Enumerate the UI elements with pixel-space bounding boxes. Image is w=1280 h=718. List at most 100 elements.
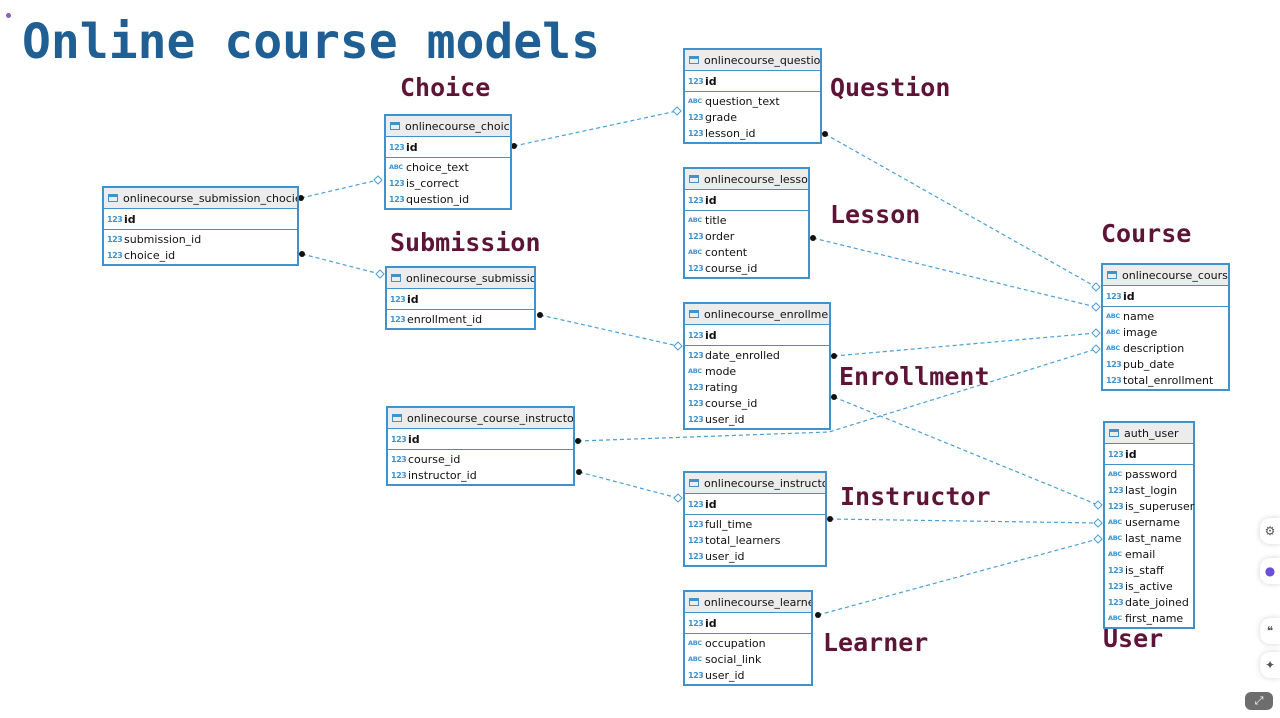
column-name: id: [705, 616, 717, 630]
number-type-icon: 123: [1106, 359, 1122, 369]
number-type-icon: 123: [1108, 565, 1124, 575]
column-name: submission_id: [124, 232, 202, 246]
relation-source-dot: [537, 312, 543, 318]
relation-submission_choices-to-submission: [301, 253, 381, 275]
table-header: onlinecourse_instructor: [685, 473, 825, 494]
text-type-icon: ABC: [688, 248, 702, 256]
table-header: onlinecourse_question: [685, 50, 820, 71]
number-type-icon: 123: [389, 178, 405, 188]
table-icon: [689, 175, 699, 183]
column-name: id: [705, 193, 717, 207]
column-name: full_time: [705, 517, 753, 531]
column-name: lesson_id: [705, 126, 756, 140]
relation-target-diamond: [673, 493, 683, 503]
quote-icon[interactable]: ❝: [1260, 618, 1280, 644]
table-icon: [108, 194, 118, 202]
relation-target-diamond: [1093, 534, 1103, 544]
column-name: email: [1125, 547, 1156, 561]
number-type-icon: 123: [688, 128, 704, 138]
number-type-icon: 123: [1108, 581, 1124, 591]
relation-target-diamond: [373, 175, 383, 185]
table-icon: [1109, 429, 1119, 437]
number-type-icon: 123: [391, 470, 407, 480]
number-type-icon: 123: [688, 519, 704, 529]
relation-choice-to-question: [513, 110, 678, 147]
table-name: onlinecourse_submission: [406, 271, 534, 285]
sparkle-icon[interactable]: ✦: [1260, 652, 1280, 678]
number-type-icon: 123: [389, 194, 405, 204]
relation-learner-to-auth_user: [817, 538, 1099, 616]
number-type-icon: 123: [107, 250, 123, 260]
relation-source-dot: [575, 438, 581, 444]
table-icon: [689, 56, 699, 64]
table-header: onlinecourse_submission_chocies: [104, 188, 297, 209]
relation-source-dot: [815, 612, 821, 618]
table-icon: [1107, 271, 1117, 279]
column-name: id: [406, 140, 418, 154]
column-name: user_id: [705, 412, 745, 426]
text-type-icon: ABC: [1106, 312, 1120, 320]
key-icon: 123: [389, 142, 405, 152]
page-title: Online course models: [22, 14, 600, 70]
number-type-icon: 123: [391, 454, 407, 464]
assistant-icon[interactable]: ●: [1260, 558, 1280, 584]
expand-icon[interactable]: ⤢: [1245, 692, 1273, 710]
column-name: pub_date: [1123, 357, 1175, 371]
number-type-icon: 123: [688, 350, 704, 360]
key-icon: 123: [1106, 291, 1122, 301]
relation-source-dot: [831, 353, 837, 359]
key-icon: 123: [688, 330, 704, 340]
number-type-icon: 123: [688, 414, 704, 424]
relation-target-diamond: [1091, 282, 1101, 292]
column-name: id: [1123, 289, 1135, 303]
column-name: content: [705, 245, 748, 259]
relation-enrollment-to-course: [833, 332, 1097, 357]
key-icon: 123: [688, 499, 704, 509]
relation-question-to-course: [824, 133, 1097, 288]
table-header: onlinecourse_learner: [685, 592, 811, 613]
number-type-icon: 123: [688, 382, 704, 392]
column-name: course_id: [705, 396, 758, 410]
column-name: is_active: [1125, 579, 1173, 593]
number-type-icon: 123: [390, 314, 406, 324]
table-name: onlinecourse_course: [1122, 268, 1228, 282]
table-name: onlinecourse_enrollment: [704, 307, 829, 321]
label-enrollment: Enrollment: [839, 362, 990, 391]
gear-icon[interactable]: ⚙: [1260, 518, 1280, 544]
column-name: title: [705, 213, 727, 227]
table-icon: [689, 598, 699, 606]
